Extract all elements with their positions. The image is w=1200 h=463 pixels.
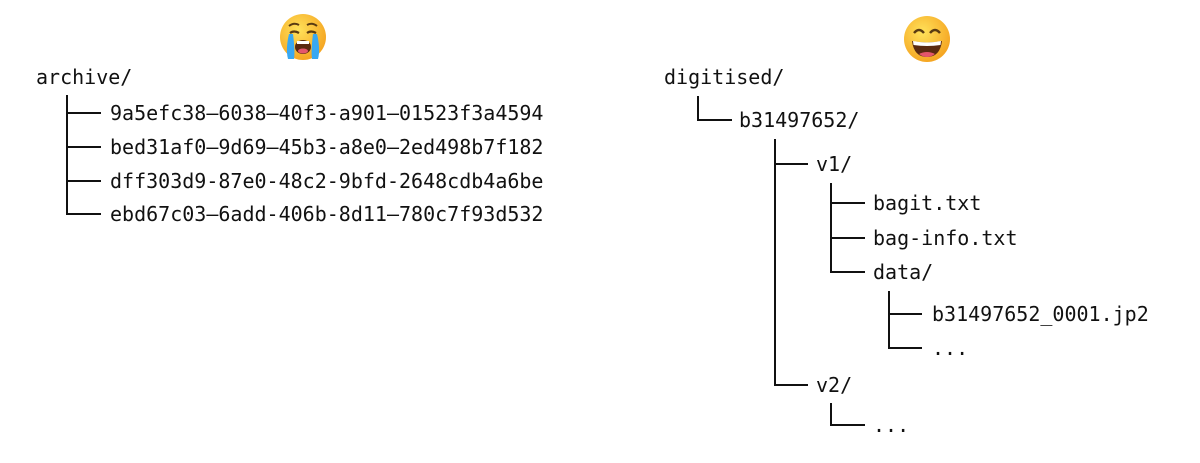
archive-folder-label: archive/ — [36, 65, 133, 89]
bagit-file-label: bagit.txt — [873, 191, 982, 215]
archive-entry-1: 9a5efc38–6038–40f3-a901–01523f3a4594 — [110, 101, 544, 125]
archive-entry-2: bed31af0–9d69–45b3-a8e0–2ed498b7f182 — [110, 135, 544, 159]
v2-more-ellipsis: ... — [873, 413, 910, 437]
data-more-ellipsis: ... — [932, 336, 969, 360]
archive-entry-3: dff303d9-87e0-48c2-9bfd-2648cdb4a6be — [110, 169, 544, 193]
digitised-folder-label: digitised/ — [664, 65, 785, 89]
bnumber-folder-label: b31497652/ — [739, 108, 860, 132]
data-folder-label: data/ — [873, 260, 934, 284]
v2-folder-label: v2/ — [816, 373, 853, 397]
jp2-file-label: b31497652_0001.jp2 — [932, 302, 1149, 326]
loudly-crying-face-icon — [280, 14, 326, 60]
v1-folder-label: v1/ — [816, 152, 853, 176]
bag-info-file-label: bag-info.txt — [873, 226, 1018, 250]
archive-entry-4: ebd67c03–6add-406b-8d11–780c7f93d532 — [110, 202, 544, 226]
grinning-face-icon — [904, 16, 950, 62]
